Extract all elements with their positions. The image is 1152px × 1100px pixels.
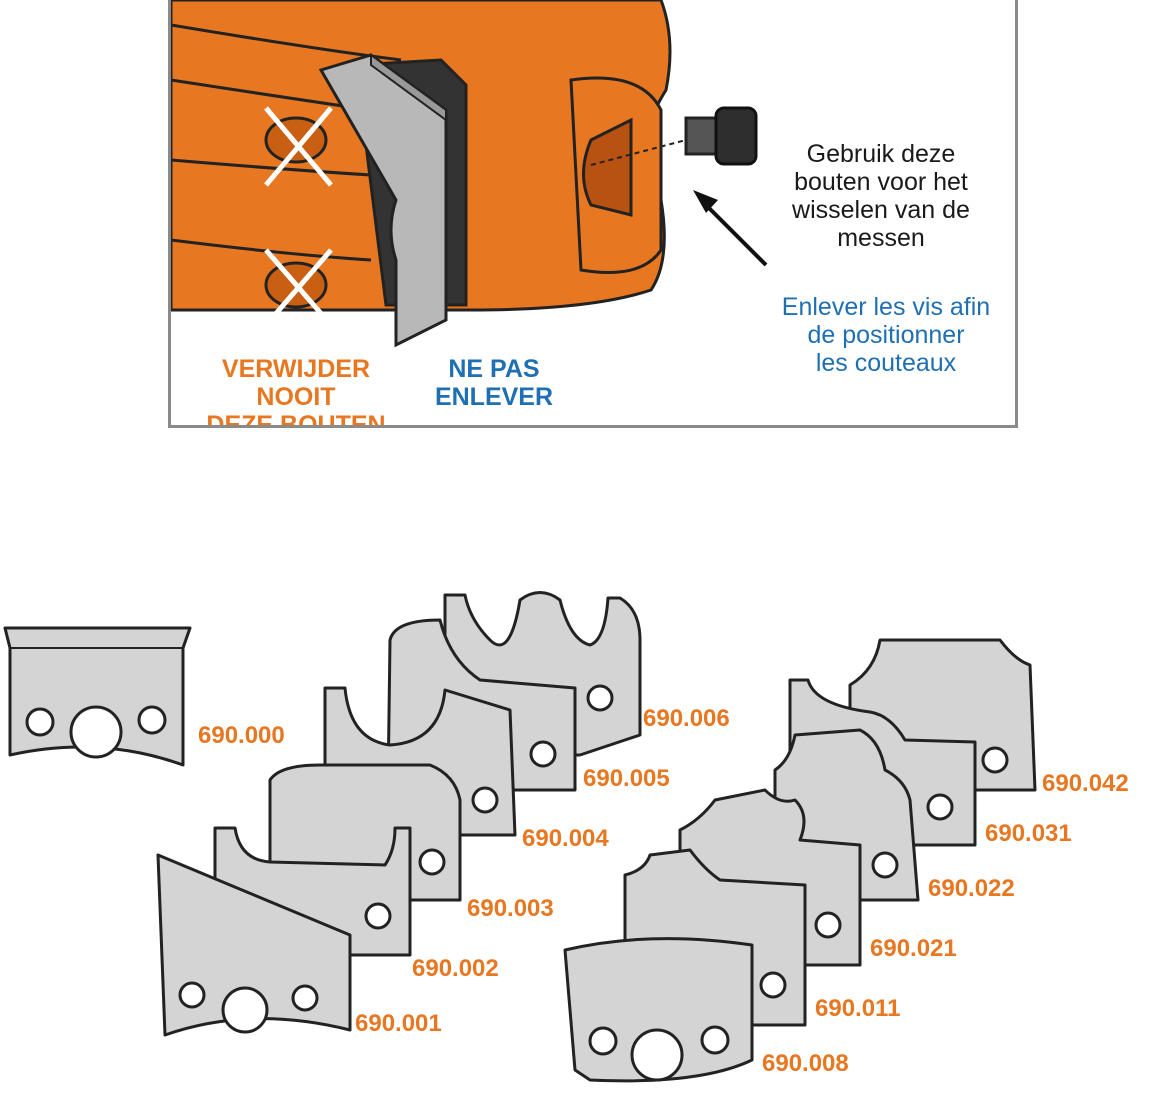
do-not-remove-warning-nl: VERWIJDER NOOIT DEZE BOUTEN (181, 355, 411, 428)
instruction-nl: Gebruik deze bouten voor het wisselen va… (761, 140, 1001, 252)
code-690-002: 690.002 (412, 955, 499, 982)
instruction-nl-line4: messen (837, 224, 925, 252)
code-690-004: 690.004 (522, 825, 609, 852)
code-690-005: 690.005 (583, 765, 670, 792)
warning-nl-line2: DEZE BOUTEN (206, 411, 386, 428)
instruction-nl-line2: bouten voor het (794, 168, 968, 196)
instruction-nl-line3: wisselen van de (792, 196, 970, 224)
code-690-008: 690.008 (762, 1050, 849, 1077)
instruction-fr-line3: les couteaux (815, 349, 957, 377)
instruction-fr: Enlever les vis afin de positionner les … (751, 293, 1015, 377)
warning-fr-line2: ENLEVER (434, 383, 554, 411)
code-690-031: 690.031 (985, 820, 1072, 847)
code-690-000: 690.000 (198, 722, 285, 749)
cutter-head-panel: VERWIJDER NOOIT DEZE BOUTEN NE PAS ENLEV… (168, 0, 1018, 428)
code-690-006: 690.006 (643, 705, 730, 732)
warning-nl-line1: VERWIJDER NOOIT (221, 355, 371, 411)
code-690-001: 690.001 (355, 1010, 442, 1037)
code-690-042: 690.042 (1042, 770, 1129, 797)
code-690-021: 690.021 (870, 935, 957, 962)
code-690-003: 690.003 (467, 895, 554, 922)
code-690-022: 690.022 (928, 875, 1015, 902)
instruction-fr-line2: de positionner (807, 321, 965, 349)
instruction-nl-line1: Gebruik deze (806, 140, 956, 168)
knife-690-001 (156, 853, 352, 1037)
do-not-remove-warning-fr: NE PAS ENLEVER (419, 355, 569, 411)
knife-690-008 (563, 937, 754, 1083)
code-690-011: 690.011 (815, 995, 901, 1022)
knife-690-000 (3, 626, 192, 767)
instruction-fr-line1: Enlever les vis afin (781, 293, 991, 321)
warning-fr-line1: NE PAS (448, 355, 540, 383)
cutter-head-illustration (171, 0, 768, 348)
